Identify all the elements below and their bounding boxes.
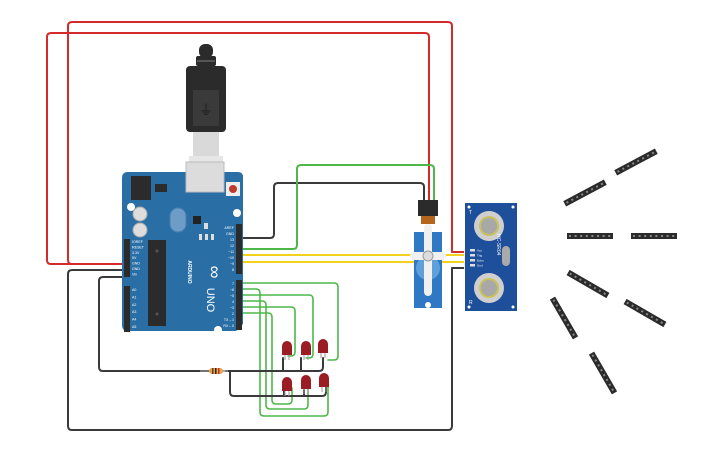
obstacle-header-4[interactable] — [631, 233, 677, 239]
obstacle-header-6[interactable] — [623, 298, 667, 328]
analog-header[interactable] — [124, 286, 130, 332]
sensor-pin-label: Echo — [477, 259, 484, 263]
pin-label: RESET — [132, 245, 145, 249]
pin-label: AREF — [224, 226, 234, 230]
wires — [46, 21, 467, 431]
pin-label: GND — [132, 262, 140, 266]
pin-label: A4 — [132, 318, 136, 322]
pin-label: A3 — [132, 310, 136, 314]
obstacle-headers — [549, 148, 677, 395]
usb-jack — [185, 161, 225, 193]
pin-label: ~10 — [228, 256, 234, 260]
pin-label: ~5 — [230, 294, 234, 298]
wire-green-led-3[interactable] — [241, 294, 314, 359]
pin-label: Vin — [132, 272, 137, 276]
pin-label: TX→1 — [224, 318, 234, 322]
pin-label: 7 — [232, 282, 234, 286]
pin-label: ~6 — [230, 288, 234, 292]
pin-label: A5 — [132, 325, 136, 329]
pin-label: 8 — [232, 268, 234, 272]
obstacle-header-2[interactable] — [614, 148, 658, 176]
obstacle-header-8[interactable] — [588, 351, 618, 395]
led-5[interactable] — [301, 375, 311, 394]
led-4[interactable] — [282, 377, 292, 396]
pin-label: ~9 — [230, 262, 234, 266]
led-2[interactable] — [301, 341, 311, 360]
arduino-uno[interactable]: ∞ ARDUINO UNO IOREFRESET3.3V5VGNDGNDVin … — [122, 161, 243, 334]
pin-label: ~3 — [230, 306, 234, 310]
micro-servo[interactable] — [410, 200, 446, 308]
pin-label: A2 — [132, 303, 136, 307]
usb-cable[interactable]: ⏚ — [186, 44, 226, 166]
digital-header-bottom[interactable] — [236, 280, 242, 330]
wire-black-inner[interactable] — [98, 276, 211, 372]
sensor-pin-label: Vcc — [477, 249, 483, 253]
sensor-pin[interactable] — [470, 259, 475, 262]
capacitor-1 — [132, 206, 148, 222]
dc-jack — [131, 176, 151, 200]
atmega-chip — [148, 240, 166, 326]
wire-black-led-bottom[interactable] — [229, 370, 327, 397]
resistor[interactable] — [200, 368, 228, 374]
led-1[interactable] — [282, 341, 292, 360]
pin-label: GND — [132, 267, 140, 271]
obstacle-header-5[interactable] — [566, 269, 610, 299]
digital-top-labels: AREF GND 13 12 ~11 ~10 ~9 8 — [224, 226, 234, 272]
arduino-model: UNO — [204, 288, 216, 313]
digital-header-top[interactable] — [236, 224, 242, 274]
pin-label: A0 — [132, 288, 136, 292]
pin-label: 2 — [232, 312, 234, 316]
sensor-pin[interactable] — [470, 264, 475, 267]
capacitor-2 — [132, 222, 148, 238]
obstacle-header-7[interactable] — [549, 296, 579, 340]
servo-connector — [418, 200, 438, 216]
pin-label: RX←0 — [223, 324, 234, 328]
sensor-model: HC-SR04 — [495, 234, 501, 256]
wire-green-led-6[interactable] — [241, 312, 293, 405]
pin-label: 3.3V — [132, 251, 140, 255]
sensor-pin[interactable] — [470, 254, 475, 257]
arduino-infinity-logo: ∞ — [205, 266, 225, 279]
wire-green-led-4[interactable] — [241, 300, 309, 410]
arduino-brand: ARDUINO — [186, 260, 192, 283]
digital-bottom-labels: 7 ~6 ~5 4 ~3 2TX→1RX←0 — [223, 282, 234, 328]
wire-red-inner[interactable] — [46, 32, 430, 265]
pin-label: GND — [226, 232, 234, 236]
usb-icon: ⏚ — [199, 102, 213, 118]
sensor-pin-label: Gnd — [477, 264, 483, 268]
wire-green-led-2[interactable] — [241, 288, 329, 417]
wire-black-led-top[interactable] — [225, 357, 324, 372]
led-3[interactable] — [318, 339, 328, 358]
pin-label: 12 — [230, 244, 234, 248]
obstacle-header-3[interactable] — [567, 233, 613, 239]
power-header[interactable] — [124, 239, 130, 277]
pin-label: 4 — [232, 300, 234, 304]
pin-label: A1 — [132, 295, 136, 299]
wire-green-led-1[interactable] — [241, 282, 339, 361]
sensor-pin-label: Trig — [477, 254, 482, 258]
wire-green-servo[interactable] — [241, 164, 435, 250]
pin-label: 13 — [230, 238, 234, 242]
wire-black-servo[interactable] — [241, 182, 425, 239]
receive-label: R — [469, 300, 473, 306]
wire-green-led-5[interactable] — [241, 306, 296, 357]
sensor-pin[interactable] — [470, 249, 475, 252]
pin-label: ~11 — [228, 250, 234, 254]
servo-horn-screw — [422, 250, 434, 262]
pin-label: 5V — [132, 256, 137, 260]
led-group — [282, 339, 329, 396]
transmit-label: T — [469, 210, 472, 216]
wire-black-outer[interactable] — [67, 267, 467, 431]
led-6[interactable] — [319, 373, 329, 392]
pin-label: IOREF — [132, 240, 144, 244]
obstacle-header-1[interactable] — [563, 179, 607, 207]
